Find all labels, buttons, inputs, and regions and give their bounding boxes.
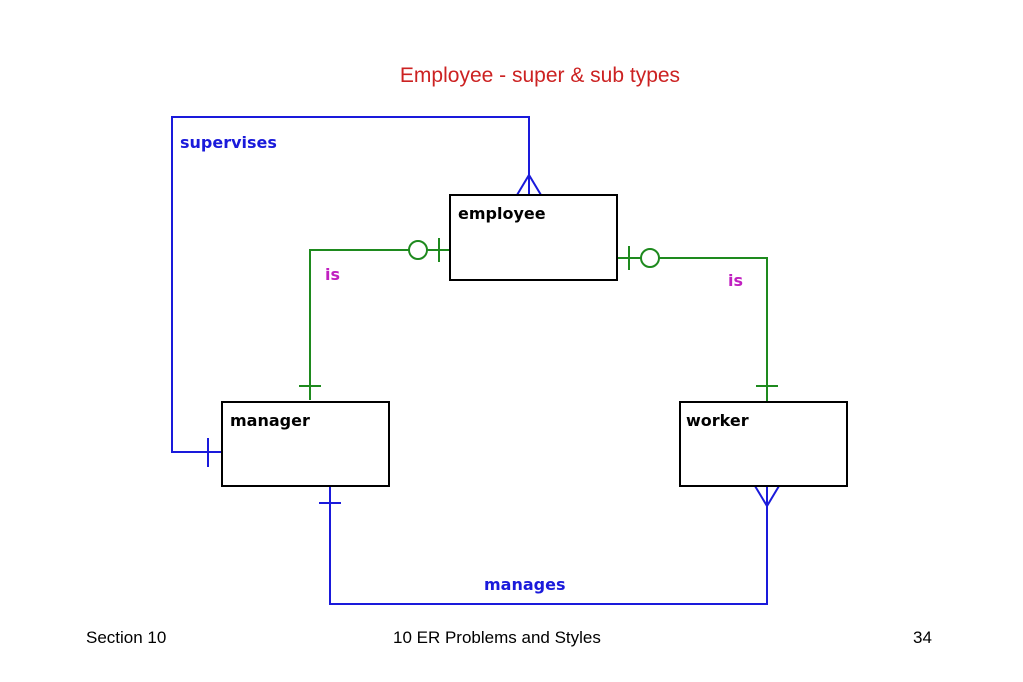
is-right-relationship: [617, 246, 778, 402]
footer-title: 10 ER Problems and Styles: [393, 628, 601, 647]
is-left-line: [309, 249, 409, 400]
manages-line: [329, 486, 768, 605]
supervises-crowfoot: [516, 173, 542, 196]
is-right-zero-circle: [640, 248, 660, 268]
manages-label: manages: [484, 575, 565, 594]
entity-employee: employee: [449, 194, 618, 281]
entity-employee-box: [449, 194, 618, 281]
entity-worker-box: [679, 401, 848, 487]
entity-manager-box: [221, 401, 390, 487]
is-left-label: is: [325, 265, 340, 284]
entity-worker-label: worker: [686, 411, 749, 430]
footer-page-number: 34: [913, 628, 932, 647]
supervises-relationship: [171, 116, 542, 467]
supervises-label: supervises: [180, 133, 277, 152]
is-left-zero-circle: [408, 240, 428, 260]
diagram-title: Employee - super & sub types: [400, 64, 680, 87]
is-right-line-2: [659, 257, 768, 402]
supervises-line: [171, 116, 530, 453]
entity-worker: worker: [679, 401, 848, 487]
is-right-label: is: [728, 271, 743, 290]
entity-employee-label: employee: [458, 204, 546, 223]
manages-relationship: [319, 485, 780, 605]
manages-crowfoot: [754, 485, 780, 508]
is-left-relationship: [299, 238, 450, 400]
footer-section: Section 10: [86, 628, 167, 647]
entity-manager: manager: [221, 401, 390, 487]
entity-manager-label: manager: [230, 411, 310, 430]
